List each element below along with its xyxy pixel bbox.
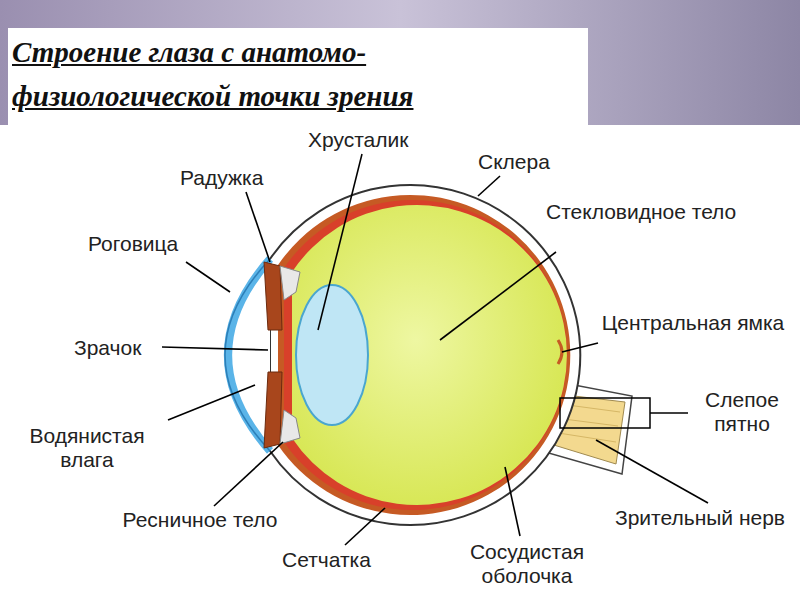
lens xyxy=(296,285,368,425)
ciliary-lower xyxy=(280,410,300,444)
iris-lower xyxy=(264,372,282,448)
ciliary-upper xyxy=(280,266,300,300)
cornea-edge xyxy=(225,259,270,451)
blind-spot-box xyxy=(560,398,650,428)
part-label: Сетчатка xyxy=(282,548,371,572)
vitreous-body xyxy=(292,205,567,505)
slide-title: Строение глаза с анатомо- физиологическо… xyxy=(12,30,582,118)
part-label: Зрачок xyxy=(74,336,141,360)
choroid xyxy=(278,195,570,515)
header-band xyxy=(0,0,800,125)
part-label: Хрусталик xyxy=(308,128,408,152)
cornea xyxy=(228,259,270,451)
part-label: Ресничное тело xyxy=(123,508,278,532)
iris-upper xyxy=(264,262,282,330)
part-label: Центральная ямка xyxy=(602,311,785,335)
part-label: Слепое пятно xyxy=(688,388,796,436)
fovea xyxy=(558,340,562,364)
part-label: Зрительный нерв xyxy=(615,506,785,530)
sclera xyxy=(270,185,580,525)
part-label: Радужка xyxy=(180,166,263,190)
part-label: Водянистая влага xyxy=(2,424,172,472)
part-label: Сосудистая оболочка xyxy=(442,540,612,588)
part-label: Стекловидное тело xyxy=(546,200,736,224)
title-panel xyxy=(8,28,588,125)
part-label: Склера xyxy=(478,150,550,174)
part-label: Роговица xyxy=(88,232,178,256)
retina xyxy=(284,200,567,510)
